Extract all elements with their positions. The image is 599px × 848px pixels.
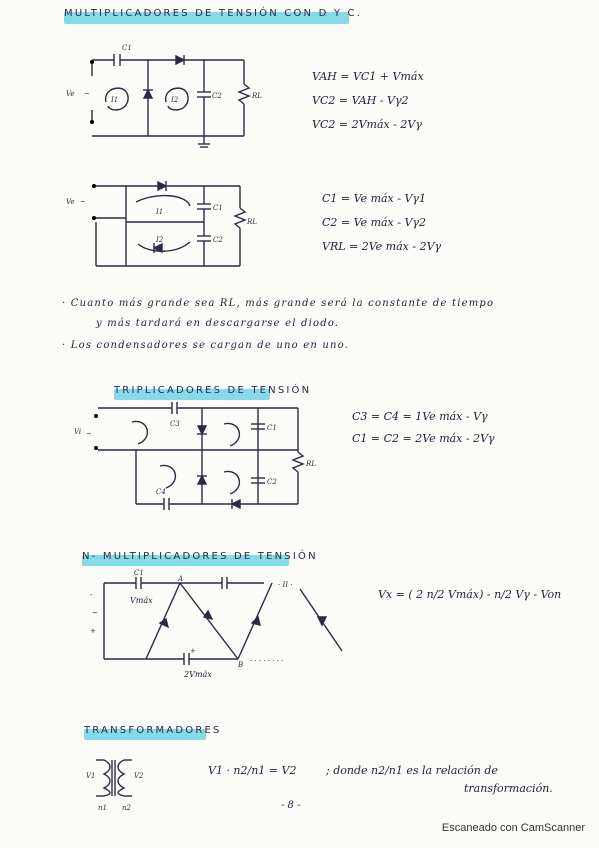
svg-text:C2: C2 [213,236,223,244]
svg-text:~: ~ [92,609,98,617]
svg-text:V2: V2 [134,772,144,780]
eq-transformacion: transformación. [464,782,553,795]
note-descarga: y más tardará en descargarse el diodo. [96,318,340,329]
svg-text:I1: I1 [110,96,118,104]
svg-text:I2: I2 [155,236,164,244]
n-multiplier-circuit: - ~ + C1 A · II · + B · · · · · · · · [90,569,343,669]
title-highlight-4 [84,729,206,740]
svg-text:-: - [90,591,93,599]
svg-text:C1: C1 [122,44,132,52]
section-title-n-multiplicadores: N- MULTIPLICADORES DE TENSIÓN [82,551,318,562]
title-highlight-3 [82,555,289,566]
svg-text:+: + [90,627,96,635]
svg-text:~: ~ [86,430,92,438]
svg-text:Vi: Vi [74,428,81,436]
page-number: - 8 - [281,800,301,811]
svg-text:V1: V1 [86,772,96,780]
section-title-transformadores: TRANSFORMADORES [84,725,222,736]
eq-vc2: VC2 = VAH - Vγ2 [312,94,409,107]
svg-text:B: B [237,661,243,669]
eq-vah: VAH = VC1 + Vmáx [312,70,424,83]
svg-text:C3: C3 [170,420,180,428]
svg-text:RL: RL [251,92,262,100]
section-title-multiplicadores: MULTIPLICADORES DE TENSIÓN CON D Y C. [64,8,363,19]
svg-text:C1: C1 [267,424,277,432]
svg-text:RL: RL [305,460,316,468]
svg-text:· II ·: · II · [278,581,292,589]
title-highlight-2 [114,389,270,400]
section-title-triplicadores: TRIPLICADORES DE TENSIÓN [114,385,312,396]
voltage-tripler-circuit: Vi ~ C3 C1 C2 RL C4 [74,402,316,510]
eq-c3-c4: C3 = C4 = 1Ve máx - Vγ [352,410,488,423]
label-2vmax: 2Vmáx [184,670,212,679]
svg-text:~: ~ [84,90,90,98]
svg-text:Ve: Ve [66,90,75,98]
eq-c1: C1 = Ve máx - Vγ1 [322,192,426,205]
svg-text:n2: n2 [122,804,132,812]
voltage-doubler-circuit-1: Ve ~ C1 C2 RL I1 I2 [66,44,262,148]
svg-text:C1: C1 [213,204,223,212]
eq-vx: Vx = ( 2 n/2 Vmáx) - n/2 Vγ - Von [378,588,562,601]
svg-text:C2: C2 [267,478,277,486]
transformer-symbol: V1 V2 n1 n2 [86,759,144,812]
note-condensadores: · Los condensadores se cargan de uno en … [62,340,350,351]
svg-text:C2: C2 [212,92,222,100]
voltage-doubler-circuit-2: Ve ~ C1 C2 RL I1 I2 [66,180,257,267]
svg-text:C4: C4 [156,488,166,496]
svg-text:I2: I2 [170,96,179,104]
eq-vrl: VRL = 2Ve máx - 2Vγ [322,240,442,253]
note-constante-tiempo: · Cuanto más grande sea RL, más grande s… [62,298,495,309]
svg-text:A: A [177,575,183,583]
svg-text:+: + [190,647,196,655]
eq-c2: C2 = Ve máx - Vγ2 [322,216,426,229]
svg-text:~: ~ [80,198,86,206]
svg-text:Ve: Ve [66,198,75,206]
eq-c1-c2: C1 = C2 = 2Ve máx - 2Vγ [352,432,495,445]
eq-transformer: V1 · n2/n1 = V2 [208,764,297,777]
title-highlight-1 [64,12,349,24]
label-vmax: Vmáx [130,596,153,605]
eq-relation-text: ; donde n2/n1 es la relación de [326,764,498,777]
camscanner-watermark: Escaneado con CamScanner [441,822,585,834]
svg-text:· · · · · · · ·: · · · · · · · · [250,657,283,665]
svg-text:C1: C1 [134,569,144,577]
svg-text:RL: RL [246,218,257,226]
eq-vc2-result: VC2 = 2Vmáx - 2Vγ [312,118,422,131]
svg-text:I1: I1 [155,208,163,216]
svg-text:n1: n1 [98,804,107,812]
